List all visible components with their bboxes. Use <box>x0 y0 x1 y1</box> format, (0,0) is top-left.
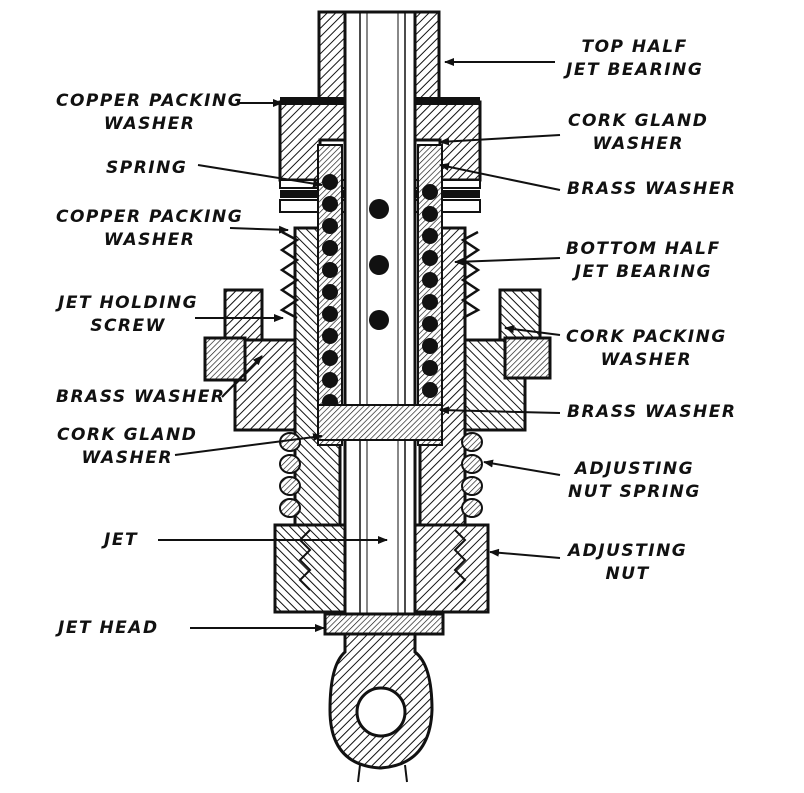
label-adjusting-nut: ADJUSTING NUT <box>568 541 688 584</box>
jet-holding-screw <box>223 288 542 432</box>
jet-tube <box>343 10 417 634</box>
label-jet: JET <box>104 530 139 550</box>
label-brass-washer-right: BRASS WASHER <box>567 402 737 422</box>
adjusting-nut-spring-coils <box>279 432 483 518</box>
label-brass-washer-top: BRASS WASHER <box>567 179 737 199</box>
label-spring: SPRING <box>106 158 188 178</box>
label-adjusting-nut-spring: ADJUSTING NUT SPRING <box>568 459 701 502</box>
label-copper-packing-washer-top: COPPER PACKING WASHER <box>56 91 244 134</box>
leader-lines <box>158 58 561 632</box>
label-cork-gland-washer-bottom: CORK GLAND WASHER <box>57 425 198 468</box>
brass-washer-right-part <box>503 336 552 380</box>
brass-washer-left-part <box>203 336 247 382</box>
label-jet-holding-screw: JET HOLDING SCREW <box>58 293 199 336</box>
label-jet-head: JET HEAD <box>58 618 159 638</box>
adjusting-nut <box>273 523 490 614</box>
label-top-half-jet-bearing: TOP HALF JET BEARING <box>566 37 704 80</box>
label-brass-washer-left: BRASS WASHER <box>56 387 226 407</box>
lower-washer <box>317 404 443 441</box>
label-cork-packing-washer: CORK PACKING WASHER <box>566 327 727 370</box>
label-cork-gland-washer-top: CORK GLAND WASHER <box>568 111 709 154</box>
label-bottom-half-jet-bearing: BOTTOM HALF JET BEARING <box>566 239 721 282</box>
jet-head <box>323 612 445 783</box>
spring-coils <box>322 174 438 410</box>
label-copper-packing-washer-mid: COPPER PACKING WASHER <box>56 207 244 250</box>
